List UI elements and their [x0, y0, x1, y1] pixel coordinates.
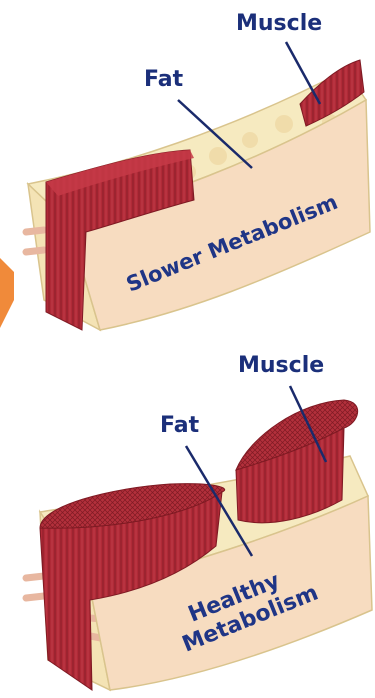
- healthy-fat-label: Fat: [160, 413, 200, 438]
- healthy-metabolism-block: Healthy Metabolism: [26, 400, 372, 690]
- slower-fat-label: Fat: [144, 67, 184, 92]
- healthy-muscle-label: Muscle: [238, 353, 324, 378]
- orange-arrow-shape: [0, 258, 14, 328]
- slower-muscle-label: Muscle: [236, 11, 322, 36]
